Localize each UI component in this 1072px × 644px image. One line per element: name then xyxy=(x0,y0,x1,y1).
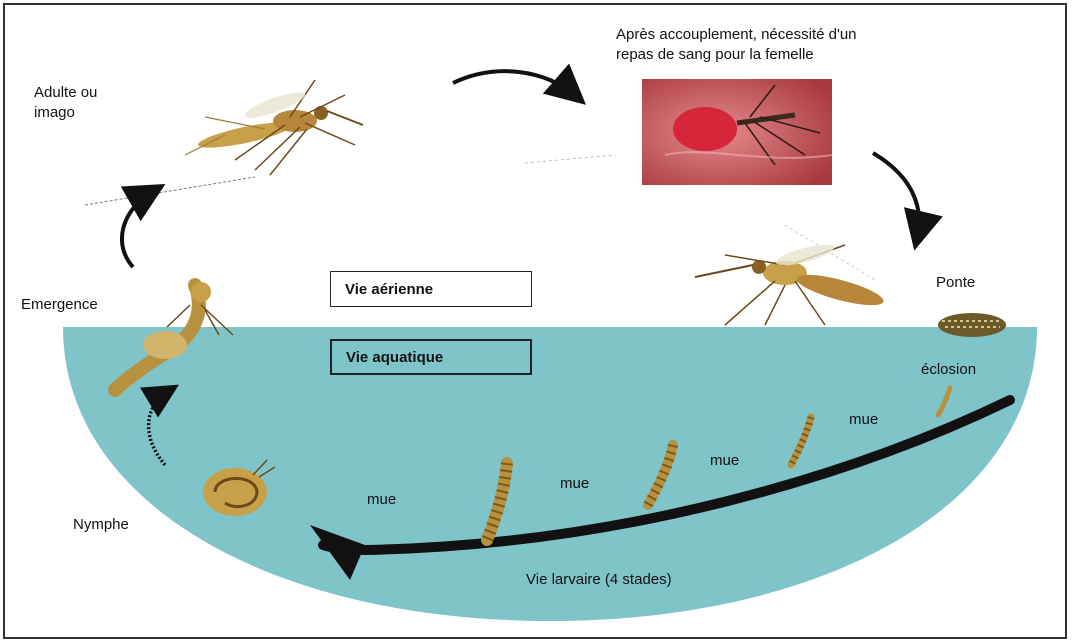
adult-mosquito-icon xyxy=(185,80,363,175)
egg-raft-icon xyxy=(938,313,1006,337)
blood-meal-photo xyxy=(642,79,832,185)
light-streak xyxy=(85,177,255,205)
label-eclosion: éclosion xyxy=(921,360,976,380)
label-repas-de-sang: Après accouplement, nécessité d'un repas… xyxy=(616,25,857,64)
label-mue-3: mue xyxy=(710,451,739,471)
label-nymphe: Nymphe xyxy=(73,515,129,535)
label-vie-aerienne: Vie aérienne xyxy=(330,271,532,307)
cycle-arrow-meal-to-ponte xyxy=(873,153,919,239)
diagram-frame: Adulte ou imago Après accouplement, néce… xyxy=(3,3,1067,639)
label-mue-2: mue xyxy=(560,474,589,494)
label-adulte-imago: Adulte ou imago xyxy=(34,83,97,122)
label-mue-4: mue xyxy=(849,410,878,430)
label-vie-aquatique: Vie aquatique xyxy=(330,339,532,375)
cycle-arrow-emergence-to-adult xyxy=(122,190,155,267)
label-mue-1: mue xyxy=(367,490,396,510)
label-ponte: Ponte xyxy=(936,273,975,293)
light-streak xyxy=(525,155,615,163)
label-emergence: Emergence xyxy=(21,295,98,315)
egg-laying-mosquito-icon xyxy=(695,240,886,325)
cycle-arrow-adult-to-meal xyxy=(453,71,577,97)
life-cycle-diagram xyxy=(5,5,1067,639)
label-vie-larvaire: Vie larvaire (4 stades) xyxy=(526,570,672,590)
